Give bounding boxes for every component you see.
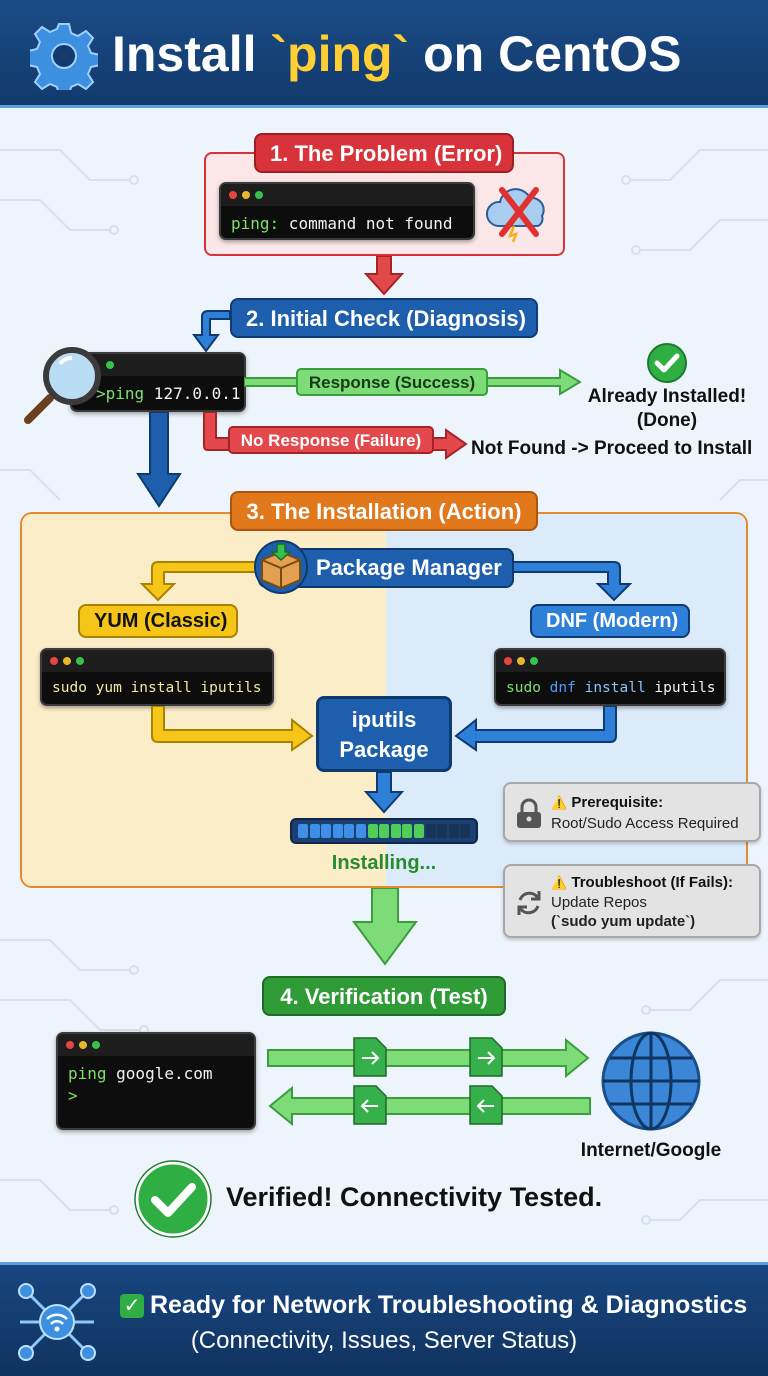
success-label: Response (Success) (296, 368, 488, 396)
verification-prompt: > (68, 1086, 78, 1105)
checkbox-icon: ✓ (120, 1294, 144, 1318)
prerequisite-title: ⚠️ Prerequisite: (551, 794, 664, 811)
warning-icon: ⚠️ (551, 875, 568, 890)
title-code: `ping` (270, 26, 410, 82)
package-name: iputils (351, 707, 417, 732)
package-word: Package (339, 737, 429, 762)
magnifier-icon (24, 347, 101, 424)
package-box-icon (254, 540, 308, 594)
prerequisite-card: ⚠️ Prerequisite: Root/Sudo Access Requir… (503, 782, 761, 842)
verification-terminal: ping google.com > (56, 1032, 256, 1130)
dnf-terminal: sudo dnf install iputils (494, 648, 726, 706)
progress-segment (332, 824, 343, 838)
arrow-dnf-to-package (454, 706, 617, 752)
arrow-to-yum (140, 561, 263, 602)
progress-segment (460, 824, 471, 838)
package-manager-box: Package Manager (258, 548, 514, 588)
check-icon-success (647, 343, 687, 383)
progress-segment (390, 824, 401, 838)
page-title: Install `ping` on CentOS (112, 26, 682, 82)
progress-segment (367, 824, 378, 838)
verified-text: Verified! Connectivity Tested. (226, 1182, 603, 1212)
arrow-curve-blue (192, 310, 231, 353)
dnf-command: sudo dnf install iputils (506, 680, 716, 696)
globe-icon (601, 1031, 701, 1131)
troubleshoot-line1: Update Repos (551, 894, 647, 911)
progress-segment (379, 824, 390, 838)
not-found-text: Not Found -> Proceed to Install (471, 438, 753, 459)
progress-segment (298, 824, 308, 838)
cloud-error-icon (486, 187, 545, 243)
done-text: (Done) (636, 410, 698, 431)
internet-label: Internet/Google (580, 1140, 722, 1161)
header-banner: Install `ping` on CentOS (0, 0, 768, 108)
progress-segment (402, 824, 413, 838)
footer-main-text: ✓Ready for Network Troubleshooting & Dia… (120, 1291, 760, 1320)
yum-badge: YUM (Classic) (78, 604, 238, 638)
arrow-down-blue (136, 412, 182, 508)
arrow-yum-to-package (151, 706, 314, 752)
arrow-down-green (352, 888, 418, 966)
progress-segment (356, 824, 366, 838)
verification-command: ping google.com (68, 1064, 213, 1083)
error-terminal: ping: command not found (219, 182, 475, 240)
progress-segment (414, 824, 424, 838)
arrow-to-dnf (509, 561, 632, 602)
dnf-badge: DNF (Modern) (530, 604, 690, 638)
arrow-down-red (364, 256, 404, 296)
diagnosis-terminal: >ping 127.0.0.1 (70, 352, 246, 412)
install-progress-bar (290, 818, 478, 844)
failure-label: No Response (Failure) (228, 426, 434, 454)
progress-segment (425, 824, 436, 838)
iputils-package-box: iputils Package (316, 696, 452, 772)
progress-segment (309, 824, 320, 838)
already-installed-text: Already Installed! (587, 386, 747, 407)
prerequisite-text: Root/Sudo Access Required (551, 815, 739, 832)
step4-badge: 4. Verification (Test) (262, 976, 506, 1016)
network-wifi-icon (18, 1283, 96, 1361)
refresh-icon (517, 891, 541, 915)
step3-badge: 3. The Installation (Action) (230, 491, 538, 531)
verified-check-icon (134, 1160, 212, 1238)
package-manager-label: Package Manager (316, 555, 502, 580)
lock-icon (517, 798, 541, 828)
packet-exchange-arrows (267, 1037, 591, 1127)
footer-sub-text: (Connectivity, Issues, Server Status) (190, 1327, 578, 1354)
yum-command: sudo yum install iputils (52, 680, 262, 696)
installing-label: Installing... (331, 852, 437, 874)
terminal-command: ping: (231, 214, 280, 233)
progress-segment (321, 824, 332, 838)
gear-icon (30, 23, 98, 90)
progress-segment (437, 824, 448, 838)
progress-segment (344, 824, 355, 838)
yum-terminal: sudo yum install iputils (40, 648, 274, 706)
footer-banner: ✓Ready for Network Troubleshooting & Dia… (0, 1262, 768, 1376)
step1-badge: 1. The Problem (Error) (254, 133, 514, 173)
step2-badge: 2. Initial Check (Diagnosis) (230, 298, 538, 338)
terminal-error-text: command not found (279, 214, 453, 233)
progress-segment (448, 824, 459, 838)
troubleshoot-title: ⚠️ Troubleshoot (If Fails): (551, 874, 734, 891)
warning-icon: ⚠️ (551, 795, 568, 810)
troubleshoot-card: ⚠️ Troubleshoot (If Fails): Update Repos… (503, 864, 761, 938)
troubleshoot-line2: (`sudo yum update`) (551, 913, 696, 930)
arrow-to-progress (364, 772, 404, 814)
